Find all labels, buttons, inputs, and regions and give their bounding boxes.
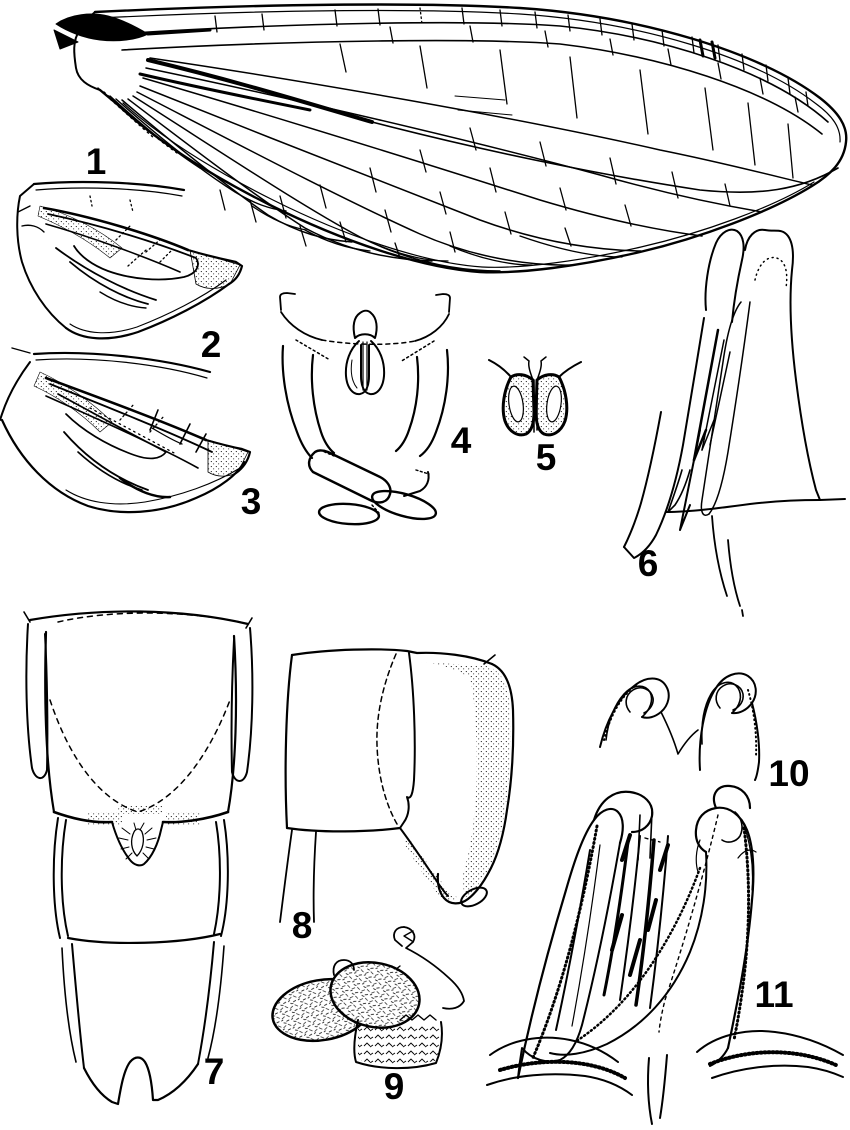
figure-3-label: 3 xyxy=(241,481,262,522)
figure-4-genitalia-drawing: 4 xyxy=(279,292,472,526)
figure-6-penes-lateral-drawing: 6 xyxy=(623,228,846,617)
figure-1-forewing-drawing: 1 xyxy=(53,3,848,274)
figure-2-label: 2 xyxy=(201,324,222,365)
figure-8-label: 8 xyxy=(292,905,313,946)
figure-9-eggs-drawing: 9 xyxy=(271,926,465,1107)
figure-7-abdomen-dorsal-drawing: 7 xyxy=(23,610,254,1106)
figure-2-hindwing-drawing: 2 xyxy=(16,180,244,365)
figure-3-hindwing-drawing: 3 xyxy=(0,347,262,522)
figure-5-label: 5 xyxy=(536,437,557,478)
figure-5-penes-drawing: 5 xyxy=(488,356,582,478)
figure-9-label: 9 xyxy=(384,1066,405,1107)
figure-4-label: 4 xyxy=(451,420,472,461)
figure-10-label: 10 xyxy=(768,753,809,794)
figure-1-label: 1 xyxy=(86,141,107,182)
figure-6-label: 6 xyxy=(638,543,659,584)
figure-11-label: 11 xyxy=(754,974,793,1015)
figure-8-segment-lateral-drawing: 8 xyxy=(279,648,515,946)
figure-11-genitalia-detail-drawing: 11 xyxy=(486,784,844,1125)
figure-7-label: 7 xyxy=(204,1051,225,1092)
figure-10-apices-drawing: 10 xyxy=(599,672,810,794)
